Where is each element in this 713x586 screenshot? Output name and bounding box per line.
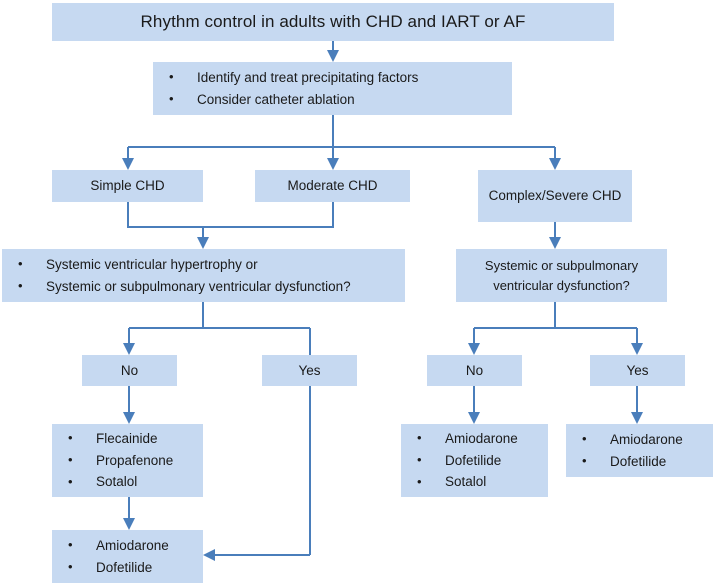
arrowhead-root-to-initial [327,50,339,62]
arrowhead-complex-to-question-right [549,237,561,249]
node-drugs-right-no: Amiodarone Dofetilide Sotalol [401,424,548,497]
node-root-title: Rhythm control in adults with CHD and IA… [52,3,614,41]
node-drugs-left-no: Flecainide Propafenone Sotalol [52,424,203,497]
list-item: Sotalol [66,471,203,493]
node-question-left: Systemic ventricular hypertrophy or Syst… [2,249,405,302]
node-right-yes: Yes [590,355,685,386]
list-item: Sotalol [415,471,548,493]
arrowhead-split-to-left-no [123,343,135,355]
node-simple-chd: Simple CHD [52,170,203,202]
arrowhead-left-drugs-to-final [123,518,135,530]
node-left-no: No [82,355,177,386]
drugs-left-final-list: Amiodarone Dofetilide [66,534,203,579]
right-no-label: No [465,362,484,378]
question-right-line2: ventricular dysfunction? [493,277,630,293]
root-title-label: Rhythm control in adults with CHD and IA… [140,12,526,31]
arrowhead-bus-to-complex [549,158,561,170]
list-item: Identify and treat precipitating factors [167,66,512,89]
initial-steps-list: Identify and treat precipitating factors… [167,66,512,111]
node-drugs-left-final: Amiodarone Dofetilide [52,530,203,583]
arrowhead-split-to-right-yes [631,343,643,355]
list-item: Systemic or subpulmonary ventricular dys… [16,275,405,298]
complex-chd-label: Complex/Severe CHD [488,188,622,204]
arrowhead-right-no-to-drugs [468,412,480,424]
drugs-right-no-list: Amiodarone Dofetilide Sotalol [415,427,548,494]
simple-chd-label: Simple CHD [90,178,165,194]
node-drugs-right-yes: Amiodarone Dofetilide [566,424,713,477]
list-item: Dofetilide [580,450,713,473]
list-item: Flecainide [66,427,203,450]
arrowhead-bus-to-moderate [327,158,339,170]
node-question-right: Systemic or subpulmonary ventricular dys… [456,249,667,302]
list-item: Amiodarone [66,534,203,557]
arrowhead-left-no-to-drugs [123,412,135,424]
list-item: Dofetilide [415,449,548,472]
list-item: Dofetilide [66,556,203,579]
left-no-label: No [120,362,139,378]
drugs-right-yes-list: Amiodarone Dofetilide [580,428,713,473]
arrowhead-right-yes-to-drugs [631,412,643,424]
arrowhead-split-to-right-no [468,343,480,355]
question-right-line1: Systemic or subpulmonary [484,258,639,273]
question-left-list: Systemic ventricular hypertrophy or Syst… [16,253,405,298]
wire-simple-moderate-merge [127,202,334,228]
node-moderate-chd: Moderate CHD [255,170,410,202]
node-initial-steps: Identify and treat precipitating factors… [153,62,512,115]
arrowhead-bus-to-simple [122,158,134,170]
node-right-no: No [427,355,522,386]
right-yes-label: Yes [626,362,649,378]
list-item: Consider catheter ablation [167,88,512,111]
list-item: Amiodarone [580,428,713,451]
list-item: Systemic ventricular hypertrophy or [16,253,405,276]
arrowhead-merge-to-question-left [197,237,209,249]
node-left-yes: Yes [262,355,357,386]
left-yes-label: Yes [298,362,321,378]
drugs-left-no-list: Flecainide Propafenone Sotalol [66,427,203,494]
node-complex-chd: Complex/Severe CHD [478,170,632,222]
list-item: Propafenone [66,449,203,472]
moderate-chd-label: Moderate CHD [287,178,378,194]
list-item: Amiodarone [415,427,548,450]
